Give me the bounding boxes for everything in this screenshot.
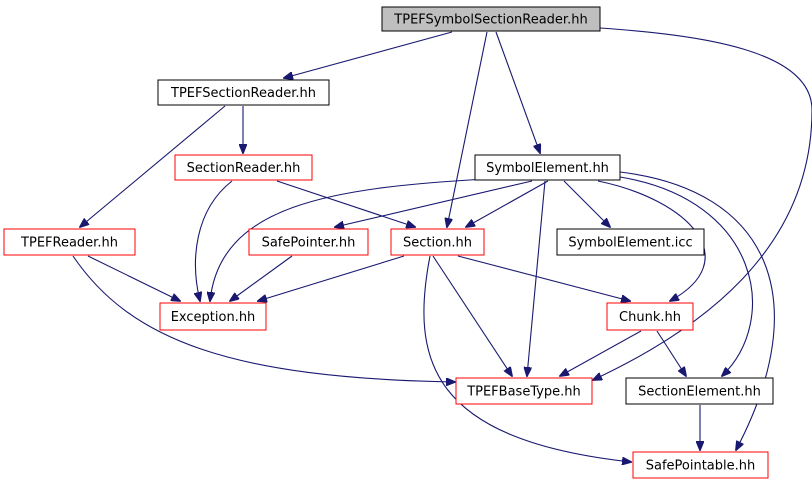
node-box[interactable]	[174, 154, 313, 181]
edge-tpef-section-reader-to-tpef-reader	[80, 105, 226, 227]
edge-symbol-element-hh-to-exception-hh	[210, 178, 486, 301]
node-box[interactable]	[474, 154, 621, 181]
edge-tpef-symbol-section-reader-to-section-hh	[447, 31, 488, 227]
edge-tpef-reader-to-exception-hh	[87, 255, 180, 301]
node-safe-pointable[interactable]: SafePointable.hh	[632, 451, 769, 479]
node-label: TPEFReader.hh	[20, 236, 118, 251]
node-label: SectionReader.hh	[187, 161, 301, 176]
edge-section-hh-to-safe-pointable	[423, 255, 631, 462]
node-label: Exception.hh	[171, 310, 256, 325]
node-label: TPEFBaseType.hh	[466, 385, 581, 400]
node-box[interactable]	[606, 302, 694, 331]
node-box[interactable]	[248, 228, 369, 256]
node-box[interactable]	[455, 377, 593, 405]
edge-tpef-symbol-section-reader-to-symbol-element-hh	[495, 31, 540, 153]
nodes-layer: TPEFSymbolSectionReader.hhTPEFSectionRea…	[3, 6, 774, 479]
node-box[interactable]	[632, 451, 769, 479]
node-symbol-element-hh[interactable]: SymbolElement.hh	[474, 154, 621, 181]
node-symbol-element-icc[interactable]: SymbolElement.icc	[556, 228, 705, 256]
node-tpef-reader[interactable]: TPEFReader.hh	[3, 228, 136, 256]
node-label: SymbolElement.icc	[568, 236, 692, 251]
edge-symbol-element-hh-to-section-element	[619, 176, 753, 376]
node-tpef-base-type[interactable]: TPEFBaseType.hh	[455, 377, 593, 405]
node-label: TPEFSymbolSectionReader.hh	[393, 13, 587, 28]
node-box[interactable]	[381, 6, 601, 32]
node-label: SafePointable.hh	[646, 459, 756, 474]
edge-tpef-symbol-section-reader-to-tpef-section-reader	[284, 31, 453, 78]
node-box[interactable]	[3, 228, 136, 256]
edge-tpef-reader-to-tpef-base-type	[72, 255, 455, 382]
edge-section-reader-to-section-hh	[276, 180, 415, 227]
node-tpef-symbol-section-reader[interactable]: TPEFSymbolSectionReader.hh	[381, 6, 601, 32]
node-section-element[interactable]: SectionElement.hh	[625, 377, 774, 405]
edge-chunk-hh-to-tpef-base-type	[560, 330, 642, 376]
edge-symbol-element-hh-to-section-hh	[466, 180, 549, 227]
edge-symbol-element-hh-to-tpef-base-type	[527, 180, 546, 376]
node-label: Chunk.hh	[619, 310, 681, 325]
node-box[interactable]	[159, 302, 267, 331]
edge-section-reader-to-exception-hh	[195, 180, 233, 301]
edge-safe-pointer-to-exception-hh	[230, 255, 293, 301]
edge-symbol-element-hh-to-symbol-element-icc	[563, 180, 610, 227]
node-box[interactable]	[390, 228, 485, 256]
node-label: SectionElement.hh	[638, 385, 761, 400]
node-label: TPEFSectionReader.hh	[170, 86, 316, 101]
node-box[interactable]	[556, 228, 705, 256]
node-exception-hh[interactable]: Exception.hh	[159, 302, 267, 331]
edge-chunk-hh-to-section-element	[656, 330, 686, 376]
edge-symbol-element-hh-to-safe-pointer	[335, 180, 533, 227]
edge-section-hh-to-chunk-hh	[457, 255, 630, 301]
node-label: SafePointer.hh	[262, 236, 356, 251]
node-section-hh[interactable]: Section.hh	[390, 228, 485, 256]
node-section-reader[interactable]: SectionReader.hh	[174, 154, 313, 181]
node-chunk-hh[interactable]: Chunk.hh	[606, 302, 694, 331]
node-label: SymbolElement.hh	[486, 161, 609, 176]
node-box[interactable]	[625, 377, 774, 405]
edge-section-hh-to-tpef-base-type	[432, 255, 512, 376]
node-box[interactable]	[157, 79, 330, 106]
edge-section-hh-to-exception-hh	[258, 255, 405, 301]
node-safe-pointer[interactable]: SafePointer.hh	[248, 228, 369, 256]
node-tpef-section-reader[interactable]: TPEFSectionReader.hh	[157, 79, 330, 106]
node-label: Section.hh	[403, 236, 472, 251]
